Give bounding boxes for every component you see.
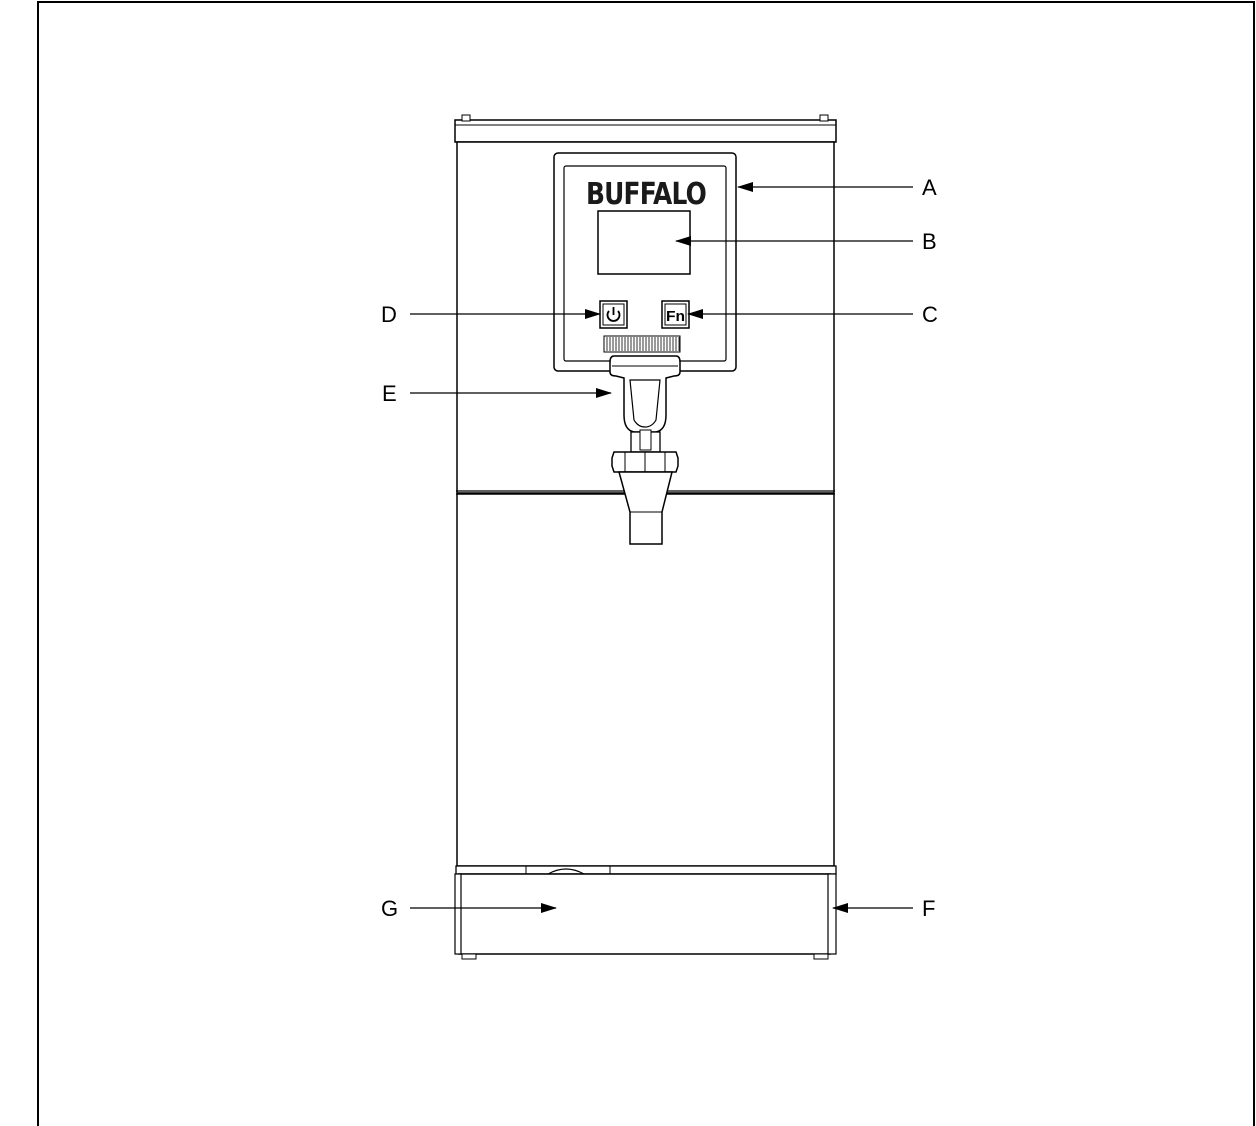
callout-label-A: A bbox=[922, 175, 937, 200]
callout-lines bbox=[410, 182, 913, 913]
drip-tray-side-right bbox=[827, 873, 837, 955]
power-icon bbox=[606, 310, 621, 322]
top-lid bbox=[454, 119, 837, 143]
function-button[interactable] bbox=[661, 300, 690, 329]
callout-label-G: G bbox=[381, 896, 398, 921]
foot-right bbox=[813, 953, 829, 960]
lid-knob-right bbox=[819, 114, 829, 122]
function-button-label: Fn bbox=[666, 308, 685, 325]
drip-tray[interactable] bbox=[458, 873, 831, 955]
callout-label-C: C bbox=[922, 302, 938, 327]
lid-knob-left bbox=[461, 114, 471, 122]
callout-label-B: B bbox=[922, 229, 937, 254]
drip-tray-side-left bbox=[454, 873, 462, 955]
display-screen bbox=[597, 210, 691, 275]
drain-connector bbox=[547, 868, 585, 875]
callout-label-E: E bbox=[382, 381, 397, 406]
water-boiler-machine bbox=[454, 114, 837, 960]
lower-body bbox=[456, 493, 835, 867]
foot-left bbox=[461, 953, 477, 960]
page-border bbox=[37, 1, 1255, 1126]
base-top-strip bbox=[455, 865, 837, 875]
tap-thread bbox=[603, 335, 681, 353]
brand-logo: BUFFALO bbox=[586, 177, 706, 212]
callout-label-F: F bbox=[922, 896, 935, 921]
callout-label-D: D bbox=[381, 302, 397, 327]
